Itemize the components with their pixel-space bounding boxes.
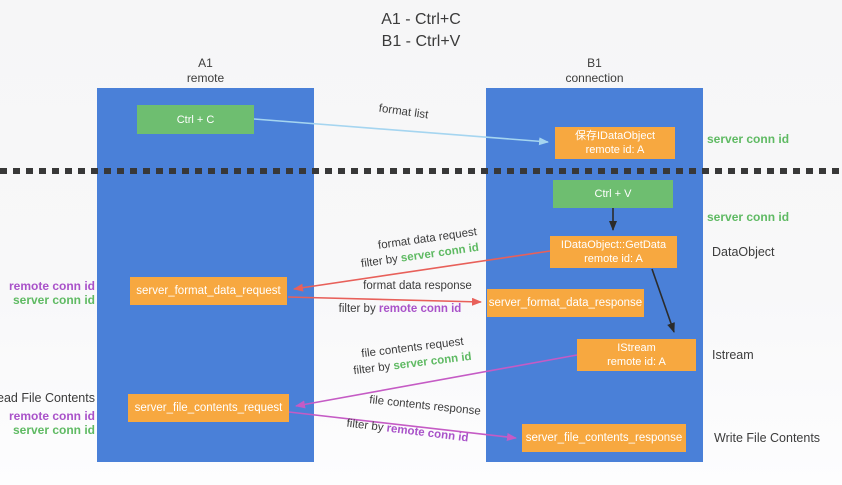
annotation-format-request-ids: remote conn id server conn id <box>9 279 95 307</box>
filter-by-prefix: filter by <box>360 252 402 271</box>
node-ctrl-c-label: Ctrl + C <box>176 113 215 126</box>
filter-by-prefix: filter by <box>352 360 395 378</box>
annotation-istream: Istream <box>712 348 754 362</box>
lane-b-subtitle: connection <box>565 71 624 85</box>
node-server-file-contents-request-label: server_file_contents_request <box>134 402 283 414</box>
node-istream: IStream remote id: A <box>577 339 696 371</box>
annotation-save-server-conn-id: server conn id <box>707 132 790 146</box>
edge-label-format-list: format list <box>377 102 430 122</box>
remote-conn-id-key: remote conn id <box>378 303 462 315</box>
annotation-dataobject: DataObject <box>712 245 775 259</box>
lane-b-header: B1 connection <box>486 56 703 86</box>
edge-label-format-data-response: format data response <box>363 280 472 292</box>
node-server-format-data-response-label: server_format_data_response <box>488 297 643 309</box>
node-server-format-data-request: server_format_data_request <box>130 277 287 305</box>
diagram-title: A1 - Ctrl+C B1 - Ctrl+V <box>0 9 842 53</box>
annotation-read-file-contents: Read File Contents <box>0 391 95 405</box>
filter-by-prefix: filter by <box>338 303 379 315</box>
edge-filter-format-data-response: filter by remote conn id <box>330 303 470 315</box>
node-ctrl-v-label: Ctrl + V <box>594 188 632 200</box>
node-ctrl-v: Ctrl + V <box>553 180 673 208</box>
node-idataobject-getdata: IDataObject::GetData remote id: A <box>550 236 677 268</box>
annotation-write-file-contents: Write File Contents <box>714 431 821 445</box>
remote-conn-id-key: remote conn id <box>385 422 470 445</box>
node-server-format-data-response: server_format_data_response <box>487 289 644 317</box>
copy-paste-separator-line <box>0 168 842 174</box>
node-server-file-contents-response-label: server_file_contents_response <box>525 432 683 444</box>
annotation-remote-conn-id: remote conn id <box>8 279 95 293</box>
edge-filter-file-contents-response: filter by remote conn id <box>335 416 480 446</box>
node-save-idataobject-line2: remote id: A <box>585 144 645 156</box>
node-ctrl-c: Ctrl + C <box>137 105 254 134</box>
node-idataobject-getdata-line1: IDataObject::GetData <box>560 239 667 251</box>
node-server-file-contents-request: server_file_contents_request <box>128 394 289 422</box>
filter-by-prefix: filter by <box>345 417 388 435</box>
annotation-server-conn-id: server conn id <box>12 423 95 437</box>
lane-a-title: A1 <box>198 56 213 70</box>
title-line-1: A1 - Ctrl+C <box>381 11 461 28</box>
node-save-idataobject-line1: 保存IDataObject <box>574 130 656 142</box>
node-istream-line2: remote id: A <box>607 356 666 368</box>
node-save-idataobject: 保存IDataObject remote id: A <box>555 127 675 159</box>
node-idataobject-getdata-line2: remote id: A <box>584 253 643 265</box>
annotation-ctrlv-server-conn-id: server conn id <box>707 210 790 224</box>
lane-a-header: A1 remote <box>97 56 314 86</box>
node-istream-line1: IStream <box>617 342 656 354</box>
lane-b-title: B1 <box>587 56 602 70</box>
annotation-file-request-ids: Read File Contents remote conn id server… <box>0 391 95 437</box>
node-server-format-data-request-label: server_format_data_request <box>136 285 281 297</box>
lane-a-subtitle: remote <box>186 71 225 85</box>
title-line-2: B1 - Ctrl+V <box>381 33 461 50</box>
annotation-server-conn-id: server conn id <box>12 293 95 307</box>
arrow-format-data-response <box>287 296 482 306</box>
edge-label-file-contents-response: file contents response <box>368 394 482 418</box>
node-server-file-contents-response: server_file_contents_response <box>522 424 686 452</box>
annotation-remote-conn-id: remote conn id <box>8 409 95 423</box>
